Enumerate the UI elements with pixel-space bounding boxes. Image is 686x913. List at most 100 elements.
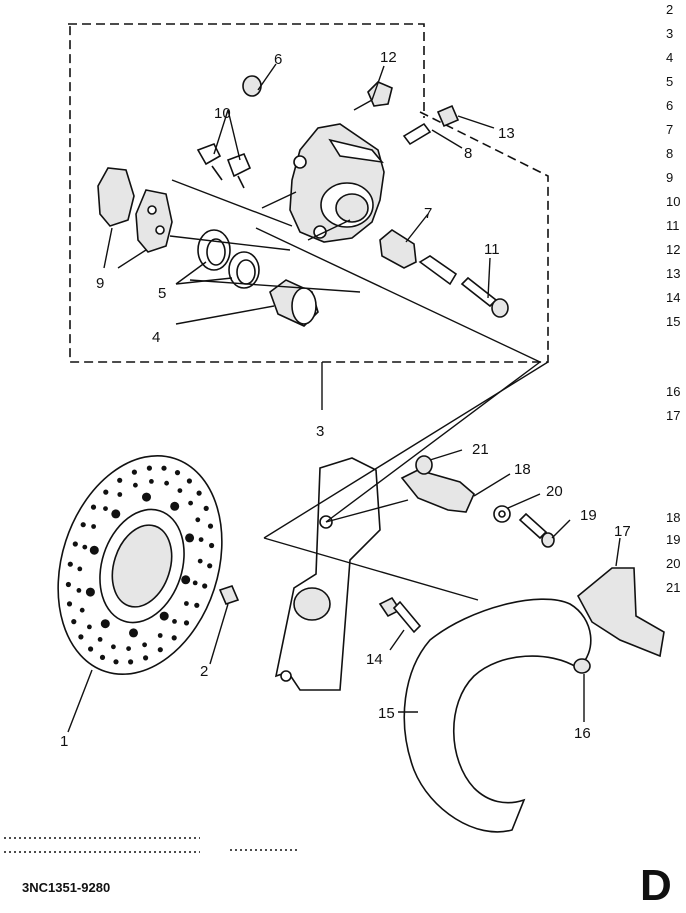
callout-10: 10 bbox=[214, 105, 231, 122]
callout-16: 16 bbox=[574, 725, 591, 742]
disc-hole bbox=[82, 544, 88, 550]
callout-13: 13 bbox=[498, 125, 515, 142]
disc-cover bbox=[403, 598, 592, 833]
piston-seal-2 bbox=[228, 251, 260, 289]
disc-hole bbox=[157, 633, 163, 638]
disc-hole bbox=[126, 646, 131, 651]
disc-hole bbox=[71, 619, 77, 625]
index-entry: 4 bbox=[666, 50, 673, 65]
disc-hole bbox=[203, 505, 209, 511]
disc-hole bbox=[194, 602, 200, 608]
callout-21: 21 bbox=[472, 441, 489, 458]
disc-hole bbox=[142, 492, 151, 502]
callout-20: 20 bbox=[546, 483, 563, 500]
callout-15: 15 bbox=[378, 705, 395, 722]
disc-hole bbox=[97, 637, 103, 642]
disc-hole bbox=[188, 500, 194, 506]
disc-hole bbox=[66, 601, 73, 607]
disc-hole bbox=[177, 488, 183, 493]
callout-17: 17 bbox=[614, 523, 631, 540]
index-entry: 8 bbox=[666, 146, 673, 161]
index-entry: 9 bbox=[666, 170, 673, 185]
disc-hole bbox=[186, 478, 192, 484]
disc-hole bbox=[161, 465, 167, 471]
callout-7: 7 bbox=[424, 205, 432, 222]
disc-hole bbox=[111, 509, 121, 519]
disc-hole bbox=[103, 506, 108, 511]
index-entry: 13 bbox=[666, 266, 680, 281]
caliper-bolt-11 bbox=[460, 276, 509, 318]
slide-sleeve bbox=[418, 255, 458, 286]
disc-hole bbox=[196, 490, 202, 496]
screw-16 bbox=[573, 658, 591, 674]
disc-hole bbox=[87, 624, 92, 630]
disc-hole bbox=[185, 533, 195, 543]
disc-hole bbox=[111, 644, 116, 650]
callout-1: 1 bbox=[60, 733, 68, 750]
disc-hole bbox=[85, 587, 95, 597]
index-entry: 15 bbox=[666, 314, 680, 329]
disc-hole bbox=[207, 523, 214, 529]
washer-20 bbox=[493, 505, 511, 523]
disc-hole bbox=[164, 480, 170, 486]
callout-18: 18 bbox=[514, 461, 531, 478]
disc-hole bbox=[131, 469, 137, 475]
disc-bolt bbox=[218, 585, 240, 605]
index-entry: 19 bbox=[666, 532, 680, 547]
callout-8: 8 bbox=[464, 145, 472, 162]
callout-14: 14 bbox=[366, 651, 383, 668]
nut-21 bbox=[415, 455, 433, 475]
index-entry: 18 bbox=[666, 510, 680, 525]
disc-hole bbox=[76, 588, 82, 593]
callout-6: 6 bbox=[274, 51, 282, 68]
index-entry: 5 bbox=[666, 74, 673, 89]
disc-hole bbox=[143, 655, 149, 661]
pad-spring-clips bbox=[196, 142, 252, 189]
disc-hole bbox=[91, 524, 96, 529]
disc-hole bbox=[129, 628, 138, 638]
callout-9: 9 bbox=[96, 275, 104, 292]
disc-hole bbox=[181, 575, 191, 585]
bleed-screw bbox=[242, 75, 262, 97]
axle-bolt-14 bbox=[378, 596, 422, 634]
disc-hole bbox=[88, 646, 94, 652]
disc-cover-bracket bbox=[400, 469, 475, 513]
disc-hole bbox=[171, 635, 177, 641]
part-code: 3NC1351-9280 bbox=[22, 880, 110, 895]
disc-hole bbox=[72, 541, 78, 547]
cover-bracket-17 bbox=[576, 567, 665, 658]
disc-hole bbox=[198, 537, 204, 542]
section-letter: D bbox=[640, 861, 672, 910]
disc-hole bbox=[142, 642, 148, 648]
disc-hole bbox=[65, 581, 71, 588]
rubber-cap bbox=[367, 81, 393, 107]
disc-hole bbox=[157, 647, 163, 653]
disc-hole bbox=[117, 492, 123, 497]
disc-hole bbox=[79, 607, 85, 613]
index-entry: 7 bbox=[666, 122, 673, 137]
disc-hole bbox=[174, 470, 181, 476]
disc-hole bbox=[80, 522, 86, 528]
callout-12: 12 bbox=[380, 49, 397, 66]
disc-hole bbox=[202, 583, 208, 589]
bolt-19 bbox=[518, 512, 555, 548]
disc-hole bbox=[78, 634, 84, 640]
disc-hole bbox=[77, 566, 83, 572]
front-fork-leg bbox=[274, 457, 381, 691]
brake-pad-left bbox=[97, 167, 135, 227]
disc-hole bbox=[184, 601, 189, 606]
disc-hole bbox=[103, 489, 109, 495]
callout-2: 2 bbox=[200, 663, 208, 680]
mounting-bolt-13 bbox=[436, 104, 460, 128]
disc-holes bbox=[65, 465, 215, 665]
index-entry: 14 bbox=[666, 290, 680, 305]
callout-labels: 1 2 3 4 5 6 7 8 9 10 11 12 13 14 15 16 1… bbox=[60, 49, 631, 750]
disc-hole bbox=[90, 504, 97, 510]
piston-seal-1 bbox=[197, 229, 231, 271]
caliper-body bbox=[289, 123, 385, 243]
disc-hole bbox=[149, 479, 154, 484]
disc-hole bbox=[170, 501, 180, 511]
disc-hole bbox=[89, 545, 99, 555]
index-entry: 20 bbox=[666, 556, 680, 571]
